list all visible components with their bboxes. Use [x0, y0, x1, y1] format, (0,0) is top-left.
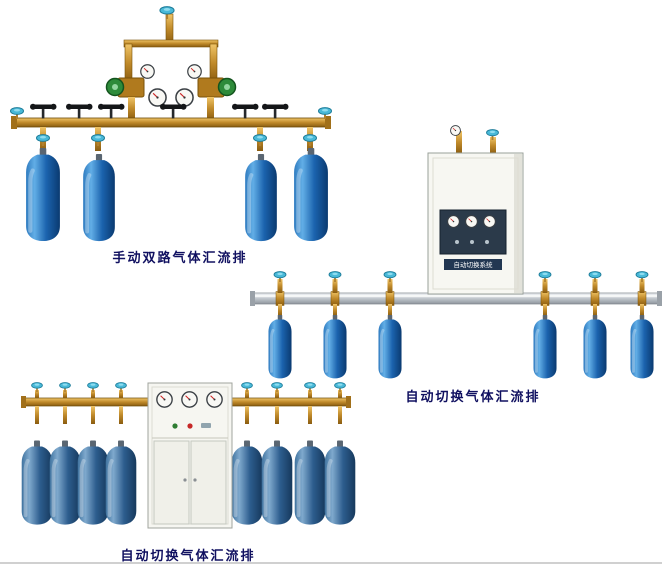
gas-cylinder	[325, 441, 356, 525]
pressure-gauge	[156, 391, 173, 408]
cylinder-valve-handwheel	[91, 134, 105, 147]
cylinder-valve-handwheel	[273, 271, 287, 283]
cabinet-label-plate	[444, 259, 502, 270]
gas-cylinder	[232, 441, 263, 525]
cylinder-valve-handwheel	[383, 271, 397, 283]
pressure-gauge	[175, 88, 194, 107]
gas-cylinder	[323, 315, 346, 378]
gas-cylinder	[630, 315, 653, 378]
cabinet-label: 自动切换系统	[454, 260, 494, 269]
valve-risers	[31, 382, 346, 424]
cylinder-valve-handwheel	[304, 382, 316, 393]
product-caption-auto-switch-wall: 自动切换气体汇流排	[405, 389, 541, 404]
cylinder-valve-handwheel	[334, 382, 346, 393]
pressure-gauge	[465, 215, 478, 228]
gas-cylinder	[533, 315, 556, 378]
valve-handle	[160, 103, 187, 119]
gas-cylinder	[268, 315, 291, 378]
cylinder-valve-handwheel	[31, 382, 43, 393]
product-photo-manual-dual-manifold	[10, 6, 332, 244]
cylinder-valve-handwheel	[588, 271, 602, 283]
pressure-gauge	[140, 64, 155, 79]
valve-risers	[273, 271, 649, 316]
gas-cylinder	[50, 441, 81, 525]
cylinder-valve-handwheel	[59, 382, 71, 393]
indicator-light	[455, 240, 459, 244]
indicator-light-green	[172, 423, 178, 429]
pressure-gauge	[181, 391, 198, 408]
inlet-valve-handwheel	[486, 129, 499, 141]
cabinet-door-right	[190, 440, 227, 525]
gas-cylinders	[268, 315, 653, 378]
gas-cylinder	[262, 441, 293, 525]
indicator-light	[485, 240, 489, 244]
gas-cylinder	[295, 441, 326, 525]
cylinder-valve-handwheel	[271, 382, 283, 393]
gas-cylinder	[83, 154, 115, 241]
valve-handle	[66, 103, 93, 119]
valve-handle	[262, 103, 289, 119]
product-caption-auto-switch-floor: 自动切换气体汇流排	[120, 548, 256, 563]
gas-cylinder	[106, 441, 137, 525]
indicator-light-red	[187, 423, 193, 429]
product-photo-auto-switch-floor	[15, 382, 360, 529]
switch	[201, 423, 211, 428]
gas-cylinder	[583, 315, 606, 378]
door-handle	[183, 478, 187, 482]
cylinder-valve-handwheel	[36, 134, 50, 147]
pressure-gauge	[148, 88, 167, 107]
manifold-main-pipe	[10, 107, 332, 129]
cylinder-connections	[36, 127, 317, 151]
control-cabinet: 自动切换系统	[427, 125, 524, 295]
cylinder-valve-handwheel	[241, 382, 253, 393]
pressure-gauge	[206, 391, 223, 408]
gas-cylinder	[22, 441, 53, 525]
indicator-light	[470, 240, 474, 244]
cylinder-valve-handwheel	[115, 382, 127, 393]
gas-cylinder	[378, 315, 401, 378]
pressure-gauge	[447, 215, 460, 228]
cabinet-door-left	[153, 440, 190, 525]
product-caption-manual-dual: 手动双路气体汇流排	[112, 250, 248, 265]
pressure-gauge	[450, 125, 461, 136]
gas-cylinder	[26, 148, 60, 241]
cylinder-valve-handwheel	[328, 271, 342, 283]
product-photo-auto-switch-wall: 自动切换系统	[250, 125, 662, 380]
door-handle	[193, 478, 197, 482]
cylinder-valve-handwheel	[87, 382, 99, 393]
cylinder-valve-handwheel	[538, 271, 552, 283]
cylinder-valve-handwheel	[635, 271, 649, 283]
pressure-regulators	[105, 64, 237, 120]
valve-handle	[30, 103, 57, 119]
inlet-header-pipes	[123, 6, 219, 83]
valve-handle	[232, 103, 259, 119]
pressure-gauge	[483, 215, 496, 228]
gas-cylinder	[78, 441, 109, 525]
pressure-gauge	[187, 64, 202, 79]
page-divider	[0, 562, 662, 564]
valve-handle	[98, 103, 125, 119]
control-cabinet	[147, 382, 233, 529]
